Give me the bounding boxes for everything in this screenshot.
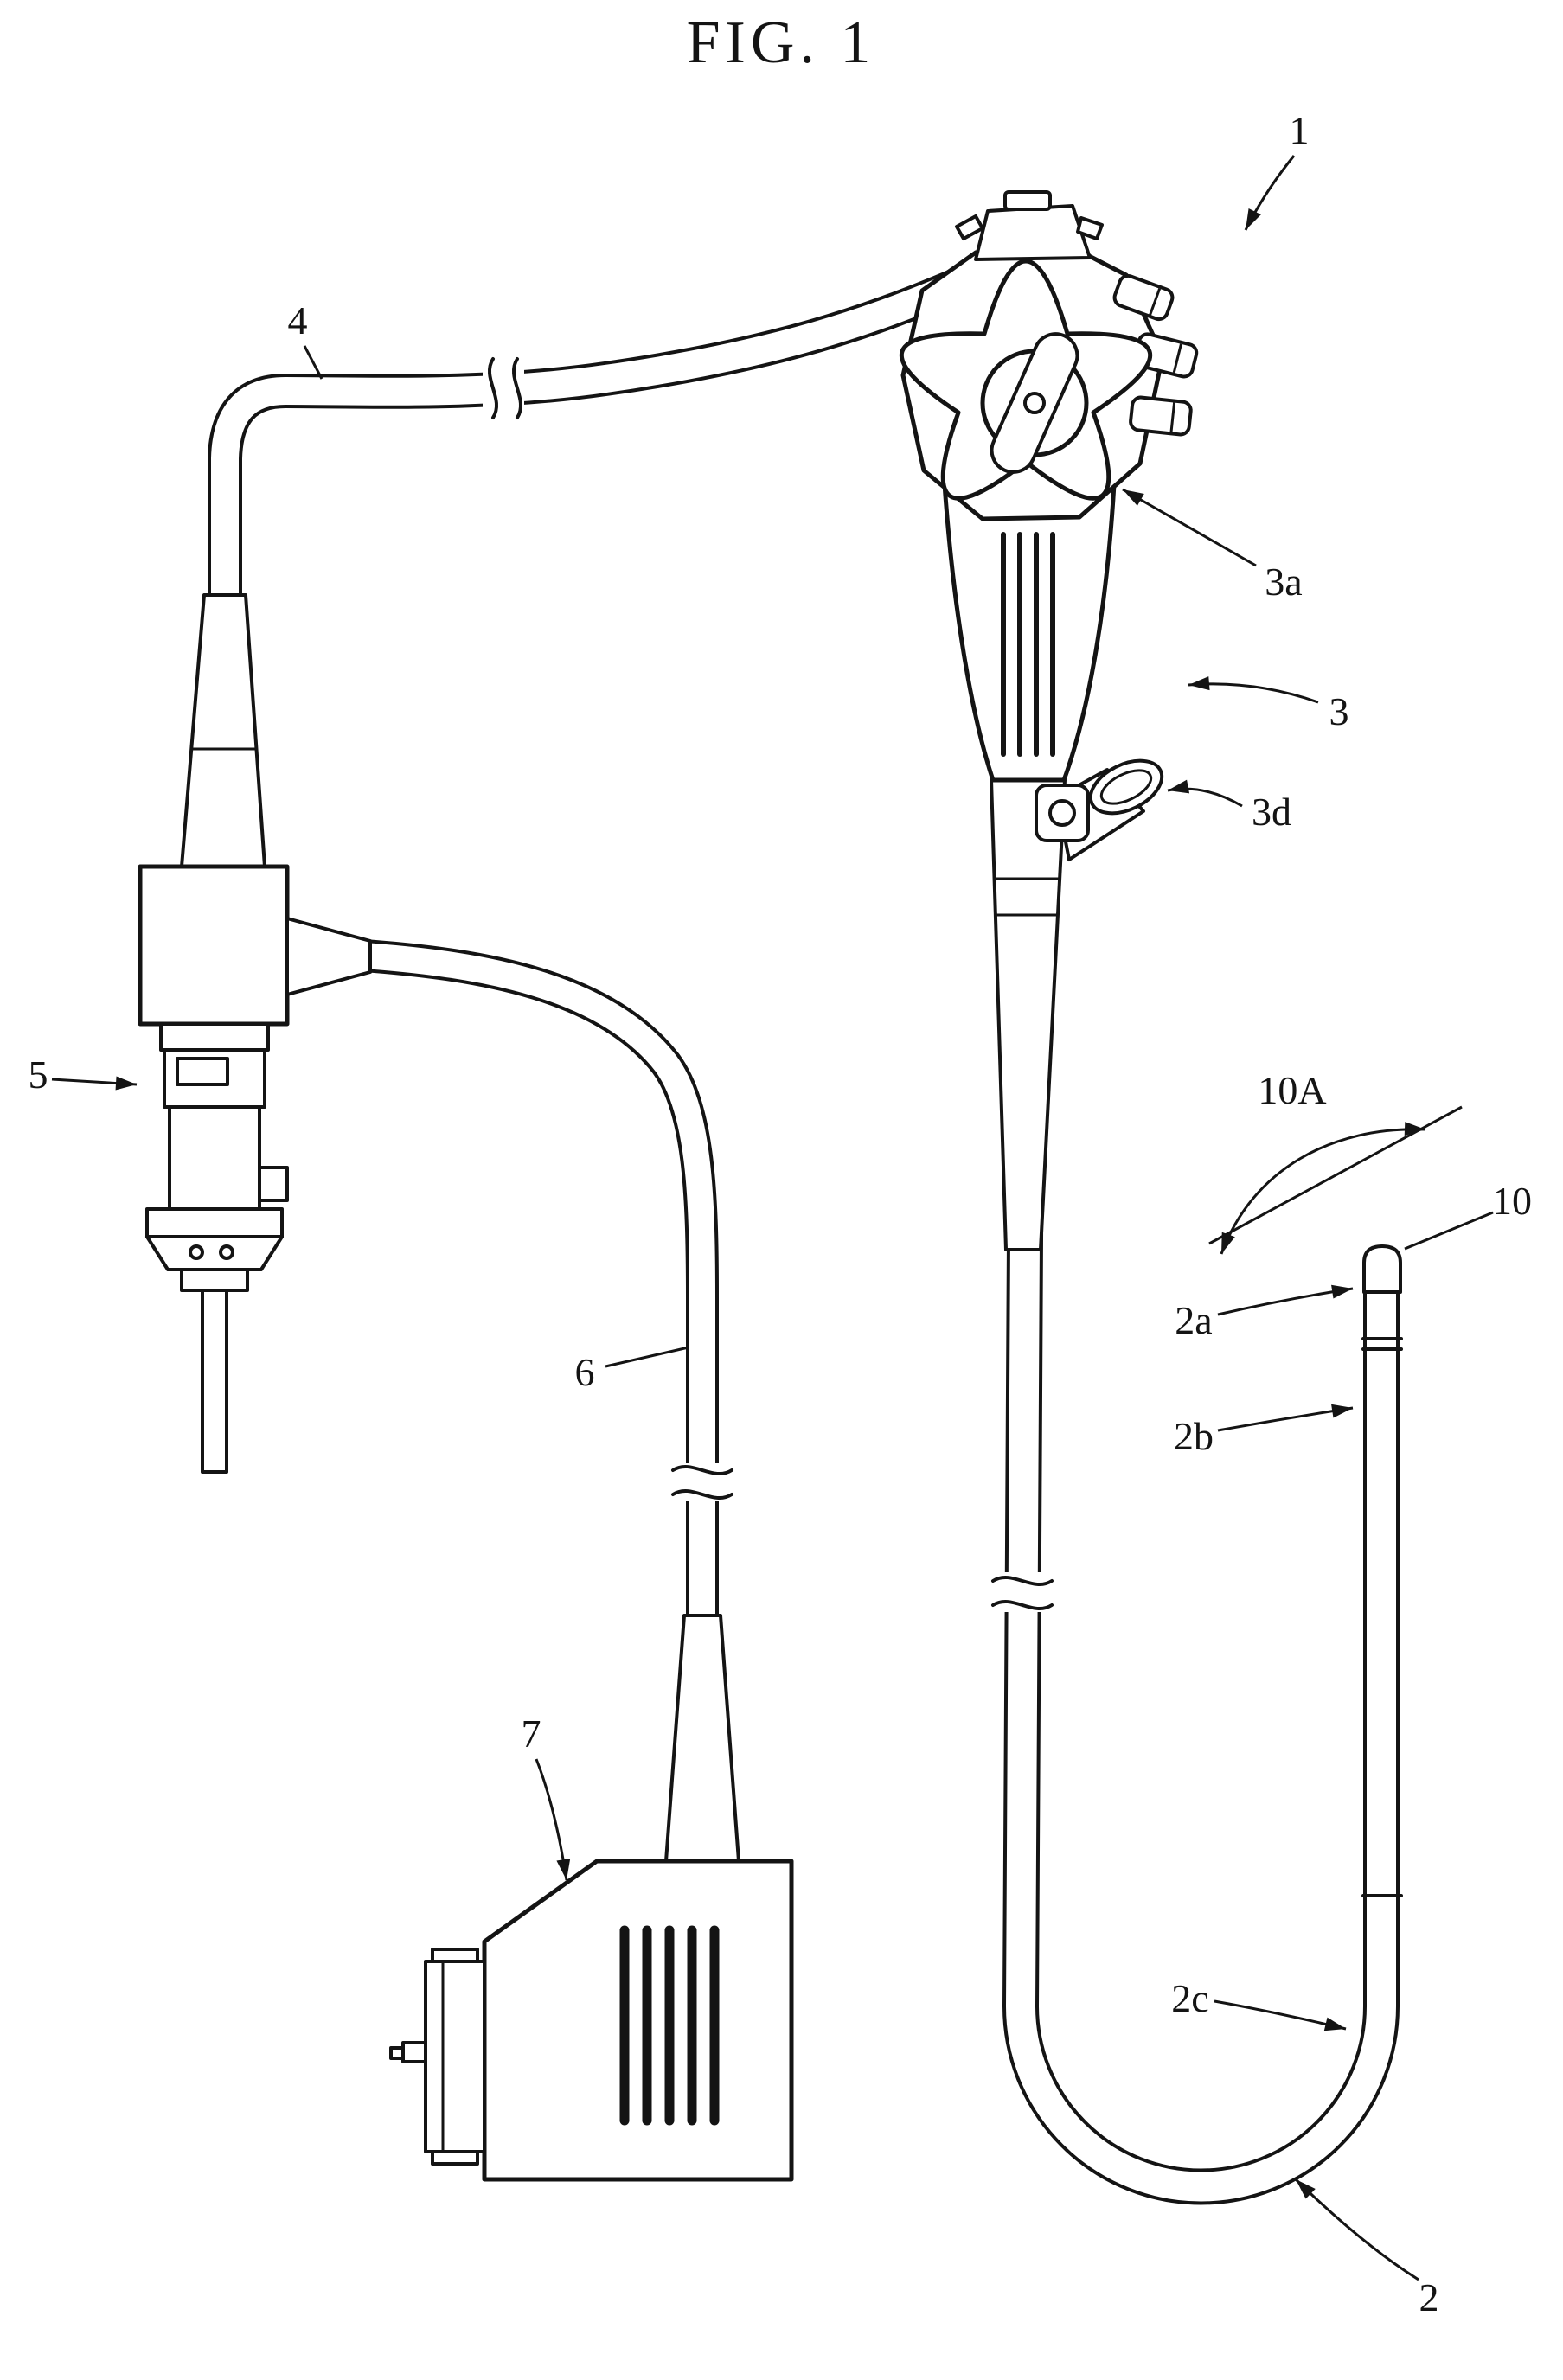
processor-unit	[389, 1859, 794, 2182]
label-endoscope: 1	[1290, 108, 1310, 152]
angulation-lever	[990, 332, 1079, 474]
insertion-section	[990, 777, 1403, 2205]
tube-break-mark	[991, 1599, 1054, 1611]
leader-angulation-knob	[1122, 488, 1257, 567]
button-body	[1129, 395, 1193, 437]
label-operation-section: 3	[1329, 689, 1349, 733]
leader-insertion-section	[1294, 2178, 1419, 2281]
label-bending-segment: 2b	[1174, 1414, 1214, 1458]
processor-housing	[482, 1859, 794, 2182]
leader-flexible-segment	[1214, 1999, 1347, 2031]
insertion-boot	[990, 778, 1067, 1251]
button-body	[1112, 273, 1175, 322]
button-seam	[1169, 402, 1176, 432]
port-mouth-inner	[1099, 769, 1153, 805]
connector-contact	[219, 1244, 234, 1260]
connector-pin	[201, 1289, 228, 1474]
connector-barrel	[168, 1105, 261, 1211]
connector-skirt	[145, 1235, 284, 1271]
connector-plug	[138, 593, 290, 1474]
grip-body	[942, 482, 1117, 783]
figure-title: FIG. 1	[687, 10, 876, 76]
processor-plug-stub	[401, 2041, 427, 2063]
connector-side-tab	[258, 1166, 289, 1202]
leader-distal-segment	[1217, 1284, 1354, 1316]
leader-treatment-port	[1167, 779, 1243, 808]
connector-flange	[145, 1207, 284, 1238]
bend-angle-arc	[1220, 1122, 1426, 1255]
knob-axle	[1023, 392, 1046, 414]
universal-cord	[208, 269, 963, 605]
label-distal-end: 10	[1492, 1179, 1532, 1223]
leader-lines	[51, 155, 1494, 2281]
label-distal-segment: 2a	[1175, 1298, 1212, 1342]
deflection-axis-line	[1208, 1105, 1463, 1245]
leader-distal-end	[1404, 1211, 1494, 1251]
leader-operation-section	[1188, 676, 1319, 704]
label-universal-cord: 4	[288, 298, 308, 342]
valve-opening	[1048, 799, 1076, 827]
operation-section	[899, 190, 1199, 783]
processor-side-module	[424, 1960, 486, 2153]
connector-window	[176, 1057, 229, 1086]
button-seam	[1148, 288, 1162, 317]
label-angulation-knob: 3a	[1265, 560, 1302, 604]
remote-button	[1112, 273, 1175, 322]
treatment-port	[1035, 758, 1164, 861]
reference-labels: 1 4 3a 3 3d 5 6 7 10A 10 2a 2b 2c 2	[29, 108, 1533, 2319]
cable-boot-processor-side	[664, 1614, 740, 1863]
cable-break-mark	[671, 1488, 733, 1500]
leader-video-cable	[605, 1346, 689, 1368]
port-mouth	[1088, 758, 1164, 816]
side-module-cap	[431, 1948, 479, 1963]
leader-bending-segment	[1217, 1404, 1354, 1432]
connector-step	[180, 1268, 249, 1292]
connector-contact	[189, 1244, 204, 1260]
insertion-tube-fill	[1006, 777, 1396, 2202]
connector-body	[138, 864, 290, 1027]
universal-cord-fill	[211, 272, 962, 605]
leader-endoscope	[1244, 155, 1296, 231]
label-flexible-segment: 2c	[1171, 1976, 1208, 2020]
cap-lug	[1076, 216, 1104, 240]
cable-fill	[362, 943, 715, 1626]
top-cap	[974, 204, 1092, 261]
valve-plate	[1035, 784, 1090, 842]
leader-connector	[51, 1076, 138, 1091]
label-video-cable: 6	[575, 1350, 595, 1394]
side-module-cap	[431, 2150, 479, 2166]
label-bending-angle: 10A	[1258, 1068, 1326, 1112]
button-seam	[1172, 343, 1182, 374]
remote-button	[1129, 395, 1193, 437]
cord-break-mark	[487, 357, 499, 419]
bend-angle-construction	[1208, 1105, 1463, 1255]
cap-lug	[955, 214, 984, 240]
connector-ring	[159, 1022, 270, 1052]
remote-button	[1133, 332, 1199, 379]
cable-break-mark	[671, 1464, 733, 1476]
cord-break-mark	[511, 357, 523, 419]
label-processor-unit: 7	[522, 1711, 541, 1756]
cord-strain-relief	[180, 593, 266, 868]
leader-universal-cord	[303, 345, 323, 380]
label-treatment-port: 3d	[1252, 790, 1291, 834]
label-insertion-section: 2	[1419, 2275, 1439, 2319]
video-cable	[285, 917, 740, 1863]
tube-break-mark	[991, 1575, 1054, 1587]
cable-boot-connector-side	[285, 917, 372, 996]
label-connector: 5	[29, 1052, 48, 1097]
leader-processor-unit	[535, 1758, 571, 1881]
distal-tip-cap	[1362, 1244, 1402, 1294]
top-cap-nub	[1003, 190, 1052, 211]
processor-plug-tip	[389, 2046, 405, 2060]
